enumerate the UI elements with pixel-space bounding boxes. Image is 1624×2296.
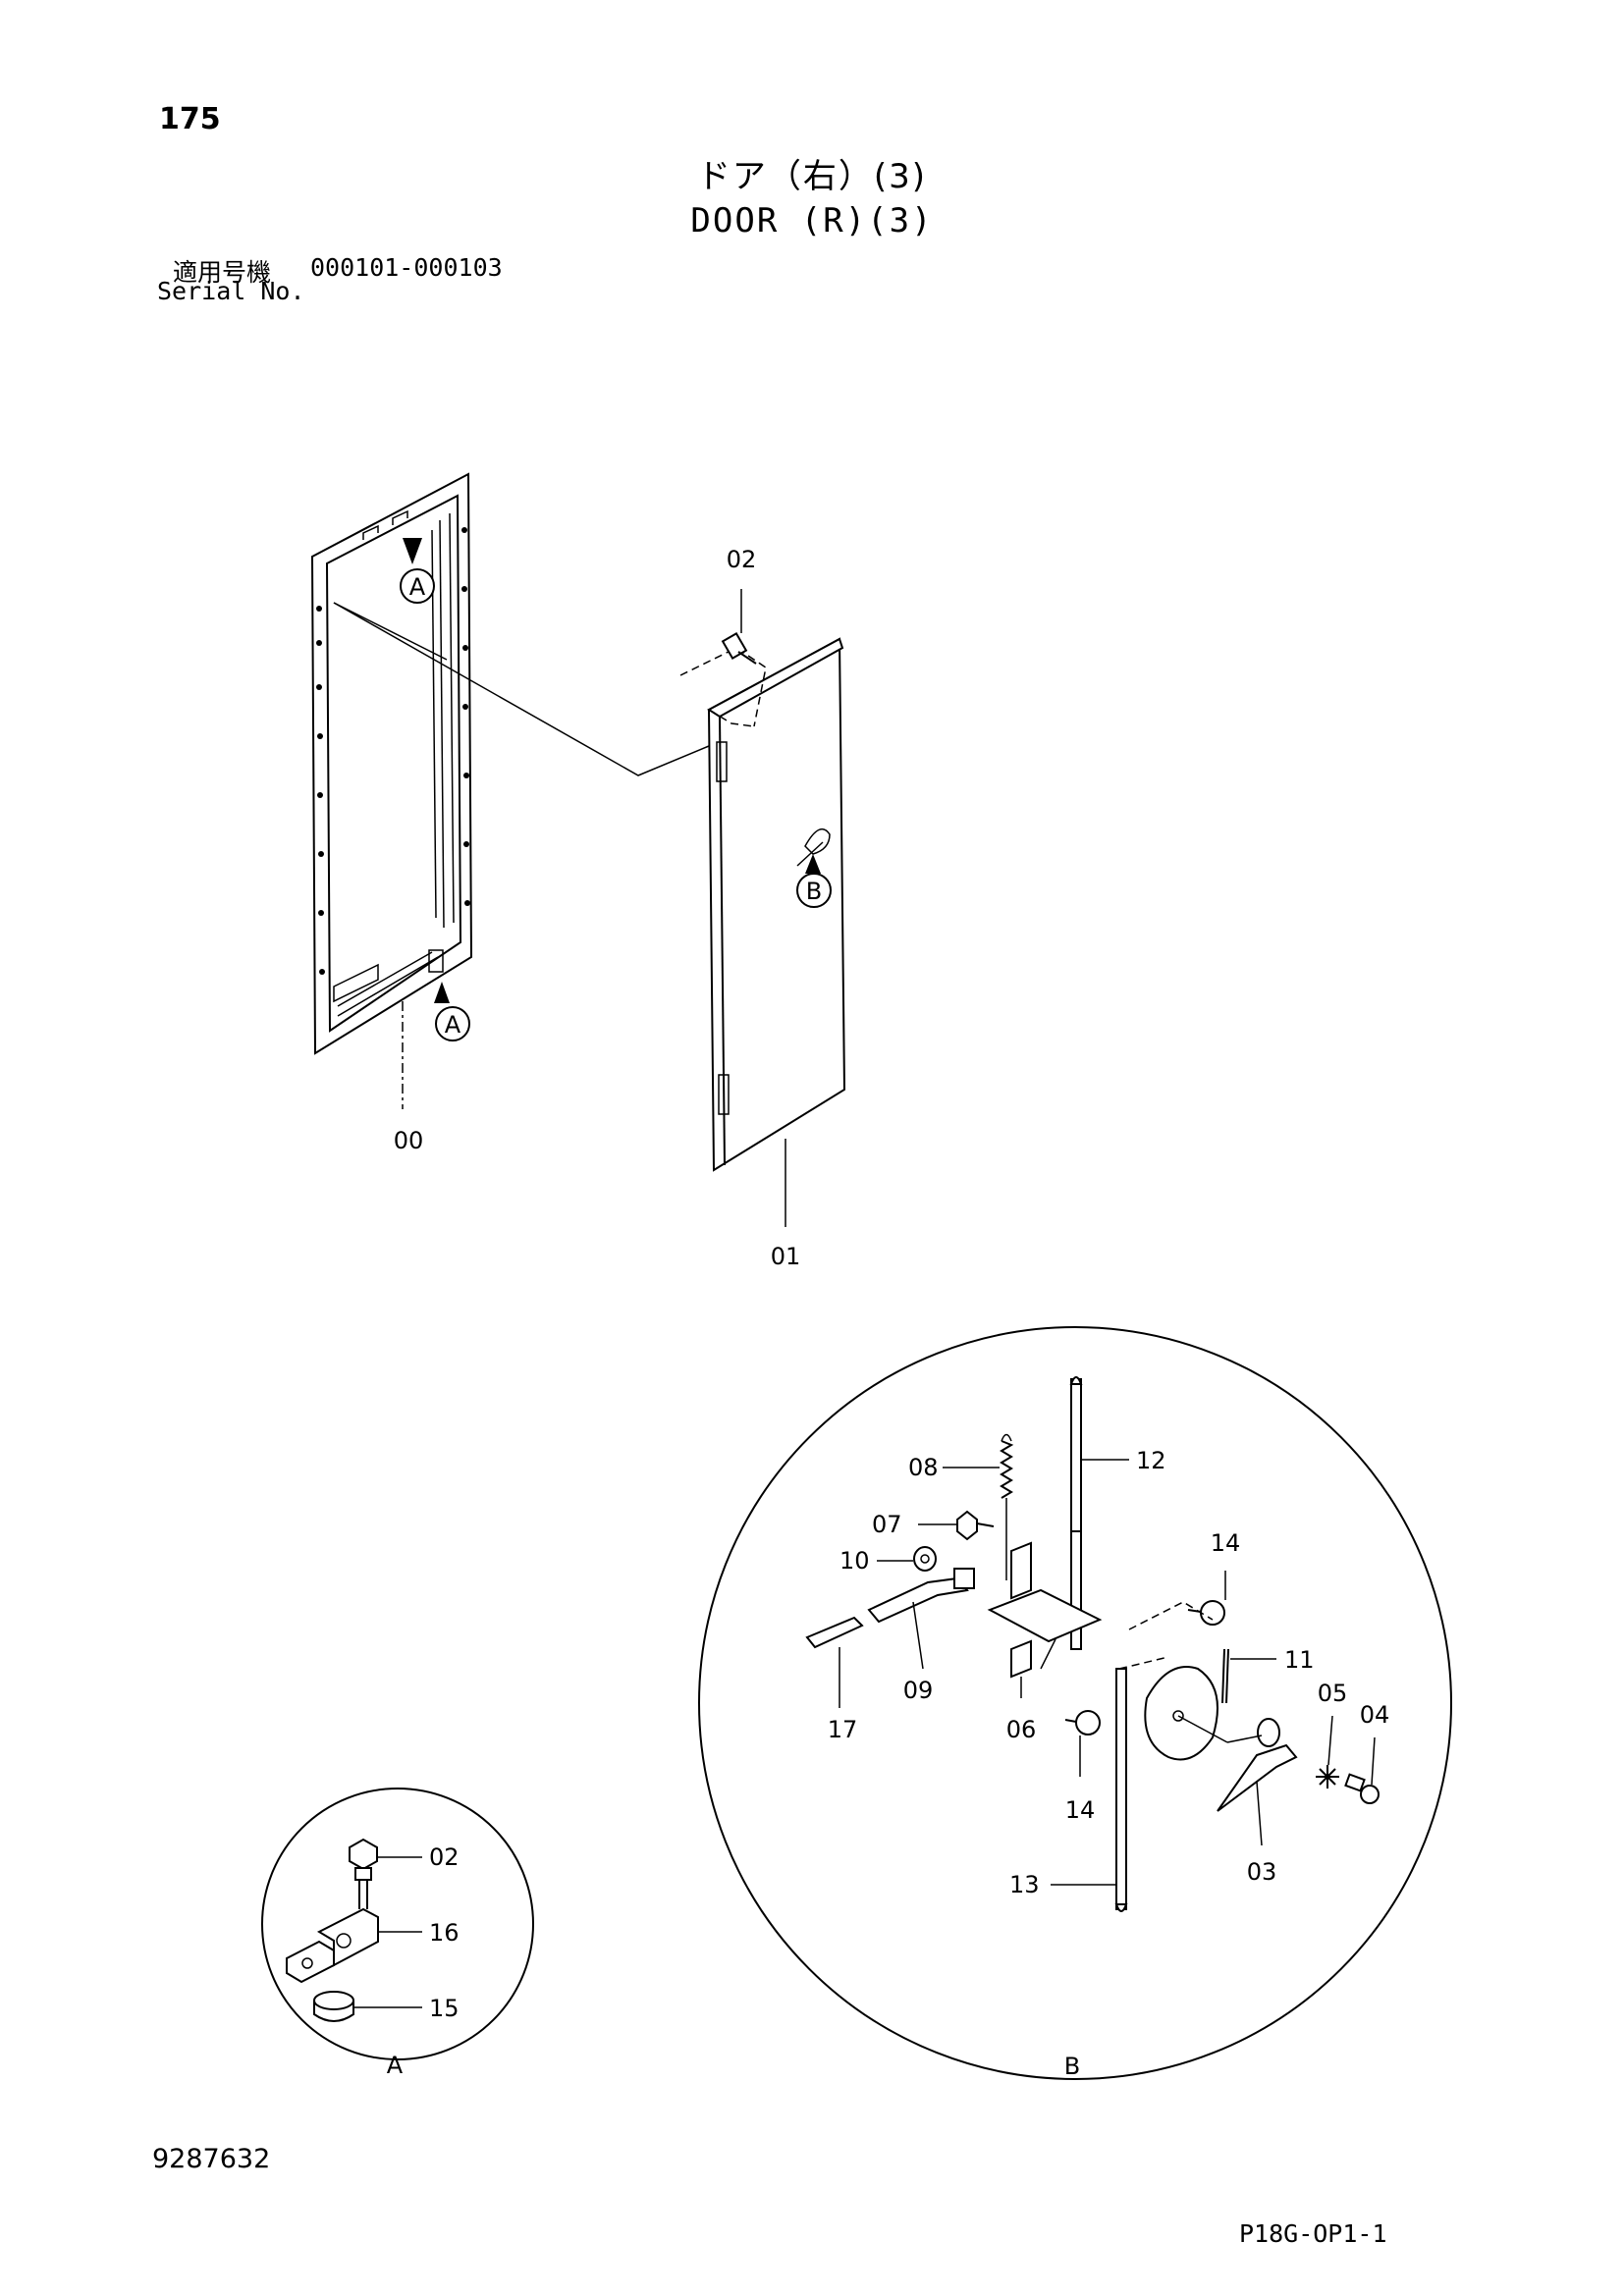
- label-detail-a-02: 02: [429, 1843, 460, 1871]
- label-16: 16: [429, 1919, 460, 1947]
- page-reference: P18G-OP1-1: [1239, 2219, 1387, 2248]
- callout-b-door: B: [796, 854, 832, 908]
- assembly-line: [333, 602, 710, 776]
- title-english: DOOR (R)(3): [690, 201, 934, 240]
- page-number: 175: [159, 102, 221, 136]
- callout-a-bottom-label: A: [445, 1011, 461, 1039]
- label-06: 06: [1006, 1716, 1037, 1743]
- callout-a-top: A: [400, 538, 435, 604]
- callout-a-bottom: A: [434, 982, 470, 1041]
- serial-label-english: Serial No.: [157, 277, 305, 305]
- label-07: 07: [872, 1511, 902, 1538]
- label-11: 11: [1284, 1646, 1315, 1674]
- serial-range: 000101-000103: [310, 253, 503, 282]
- document-code: 9287632: [152, 2144, 271, 2174]
- door-panel: [679, 637, 846, 1227]
- detail-a: 02 16 15 A: [261, 1788, 534, 2079]
- label-15: 15: [429, 1995, 460, 2022]
- label-09: 09: [903, 1677, 934, 1704]
- label-17: 17: [828, 1716, 858, 1743]
- label-14-upper: 14: [1211, 1529, 1241, 1557]
- label-12: 12: [1136, 1447, 1166, 1474]
- label-01: 01: [771, 1243, 801, 1270]
- detail-b-label: B: [1064, 2053, 1080, 2080]
- detail-a-label: A: [387, 2052, 404, 2079]
- label-10: 10: [839, 1547, 870, 1575]
- label-13: 13: [1009, 1871, 1040, 1898]
- label-03: 03: [1247, 1858, 1277, 1886]
- label-08: 08: [908, 1454, 939, 1481]
- label-02: 02: [727, 546, 757, 573]
- title-japanese: ドア（右）(3): [696, 157, 928, 196]
- detail-b: 12 13 08 07 10 09 17: [698, 1326, 1452, 2080]
- callout-a-top-label: A: [409, 573, 426, 601]
- label-04: 04: [1360, 1701, 1390, 1729]
- serial-label-japanese: 適用号機: [173, 258, 272, 287]
- label-14-lower: 14: [1065, 1796, 1096, 1824]
- callout-b-door-label: B: [806, 878, 822, 905]
- label-00: 00: [394, 1127, 424, 1154]
- bolt-02: 02: [721, 546, 757, 665]
- label-05: 05: [1318, 1680, 1348, 1707]
